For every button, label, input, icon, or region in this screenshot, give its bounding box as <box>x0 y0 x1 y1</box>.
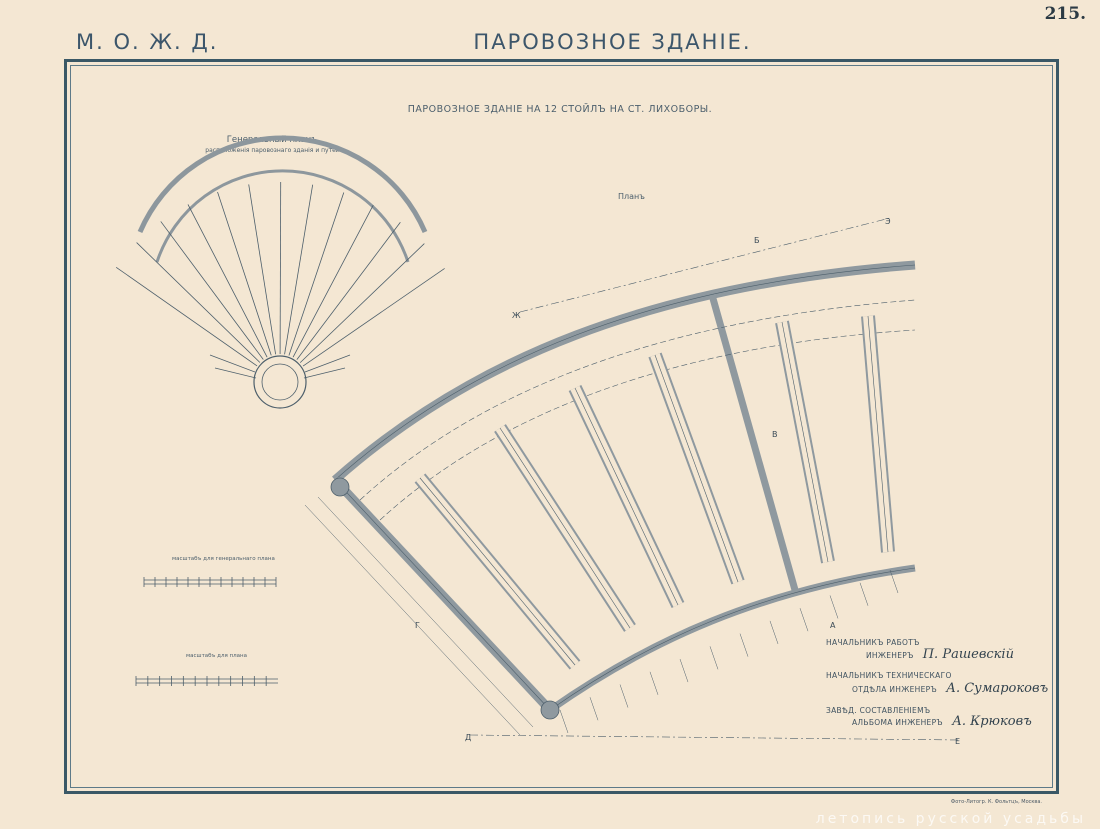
fan-ray <box>248 184 277 355</box>
radial-dimension <box>679 659 689 683</box>
fan-ray <box>288 192 345 356</box>
pit-axis <box>867 315 889 553</box>
page-number: 215. <box>1044 4 1086 24</box>
fan-ray <box>217 191 272 356</box>
drawing-frame-inner <box>70 65 1053 788</box>
section-letter: Г <box>415 621 420 630</box>
section-letter: Б <box>754 236 760 245</box>
radial-dimension <box>559 709 569 734</box>
printer-note: Фото-Литогр. К. Фольтцъ, Москва. <box>950 799 1042 805</box>
plan-label: Планъ <box>618 192 645 201</box>
general-plan-subtitle: расположенія паровознаго зданія и путей <box>205 147 340 154</box>
header-title: ПАРОВОЗНОЕ ЗДАНIЕ. <box>473 30 752 54</box>
radial-dimension <box>619 684 629 708</box>
fan-ray <box>284 184 314 355</box>
signature-role: ЗАВѢД. СОСТАВЛЕНІЕМЪ <box>826 706 931 715</box>
radial-dimension <box>799 608 809 632</box>
fan-ray <box>115 266 258 367</box>
dimension-line <box>317 496 534 728</box>
signature-name: А. Крюковъ <box>952 714 1032 729</box>
signature-role: НАЧАЛЬНИКЪ ТЕХНИЧЕСКАГО <box>826 671 952 680</box>
general-plan-fan <box>115 135 445 409</box>
radial-dimension <box>709 646 719 670</box>
header-left-abbrev: М. О. Ж. Д. <box>76 30 219 54</box>
signature-name: А. Сумароковъ <box>946 681 1049 696</box>
signature-role: АЛЬБОМА ИНЖЕНЕРЪ <box>852 718 943 727</box>
section-letters: Б Э Ж В Г А Д Е <box>415 217 960 746</box>
radial-dimension <box>769 620 779 644</box>
fan-ray <box>136 242 261 363</box>
fan-ray <box>292 204 374 358</box>
signature-name: П. Рашевскій <box>922 647 1014 662</box>
fan-ray <box>160 221 264 360</box>
section-letter: Э <box>885 217 891 226</box>
pit-axis <box>499 427 631 629</box>
radial-dimension <box>889 569 899 594</box>
section-letter: Е <box>955 737 960 746</box>
scale-bar-plan <box>135 676 278 686</box>
signature-role: ОТДѢЛА ИНЖЕНЕРЪ <box>852 685 937 694</box>
watermark: летопись русской усадьбы <box>815 811 1086 827</box>
pit-axis <box>574 387 679 606</box>
scale-general-label: масштабъ для генеральнаго плана <box>172 556 275 562</box>
signature-row: ИНЖЕНЕРЪ П. Рашевскій <box>866 643 1014 662</box>
signature-row: НАЧАЛЬНИКЪ РАБОТЪ <box>826 630 920 649</box>
signature-row: ЗАВѢД. СОСТАВЛЕНІЕМЪ <box>826 698 930 717</box>
scale-bar-general <box>143 577 277 587</box>
radial-dimension <box>589 697 599 721</box>
radial-dimension <box>829 595 839 619</box>
section-letter: В <box>772 430 778 439</box>
scale-plan-label: масштабъ для плана <box>186 653 247 659</box>
section-letter: А <box>830 621 836 630</box>
radial-dimension <box>649 671 659 695</box>
pit-axis <box>781 321 829 563</box>
main-plan <box>304 217 961 741</box>
pit-axis <box>419 477 576 666</box>
fan-ray <box>302 268 445 367</box>
signature-row: ОТДѢЛА ИНЖЕНЕРЪ А. Сумароковъ <box>852 677 1048 696</box>
fan-ray <box>296 222 401 360</box>
signature-role: ИНЖЕНЕРЪ <box>866 651 914 660</box>
fan-ray <box>299 243 425 363</box>
signature-role: НАЧАЛЬНИКЪ РАБОТЪ <box>826 638 920 647</box>
radial-dimension <box>859 582 869 606</box>
signature-row: АЛЬБОМА ИНЖЕНЕРЪ А. Крюковъ <box>852 710 1032 729</box>
sheet-title: ПАРОВОЗНОЕ ЗДАНIЕ НА 12 СТОЙЛЪ НА СТ. ЛИ… <box>407 104 713 115</box>
radial-dimension <box>739 633 749 657</box>
fan-ray <box>187 204 268 358</box>
drawing-frame-outer <box>64 59 1059 794</box>
signature-row: НАЧАЛЬНИКЪ ТЕХНИЧЕСКАГО <box>826 663 952 682</box>
fan-ray <box>279 181 282 355</box>
section-letter: Д <box>465 733 471 742</box>
pit-axis <box>654 354 739 583</box>
dimension-line <box>304 504 521 736</box>
section-letter: Ж <box>512 311 521 320</box>
